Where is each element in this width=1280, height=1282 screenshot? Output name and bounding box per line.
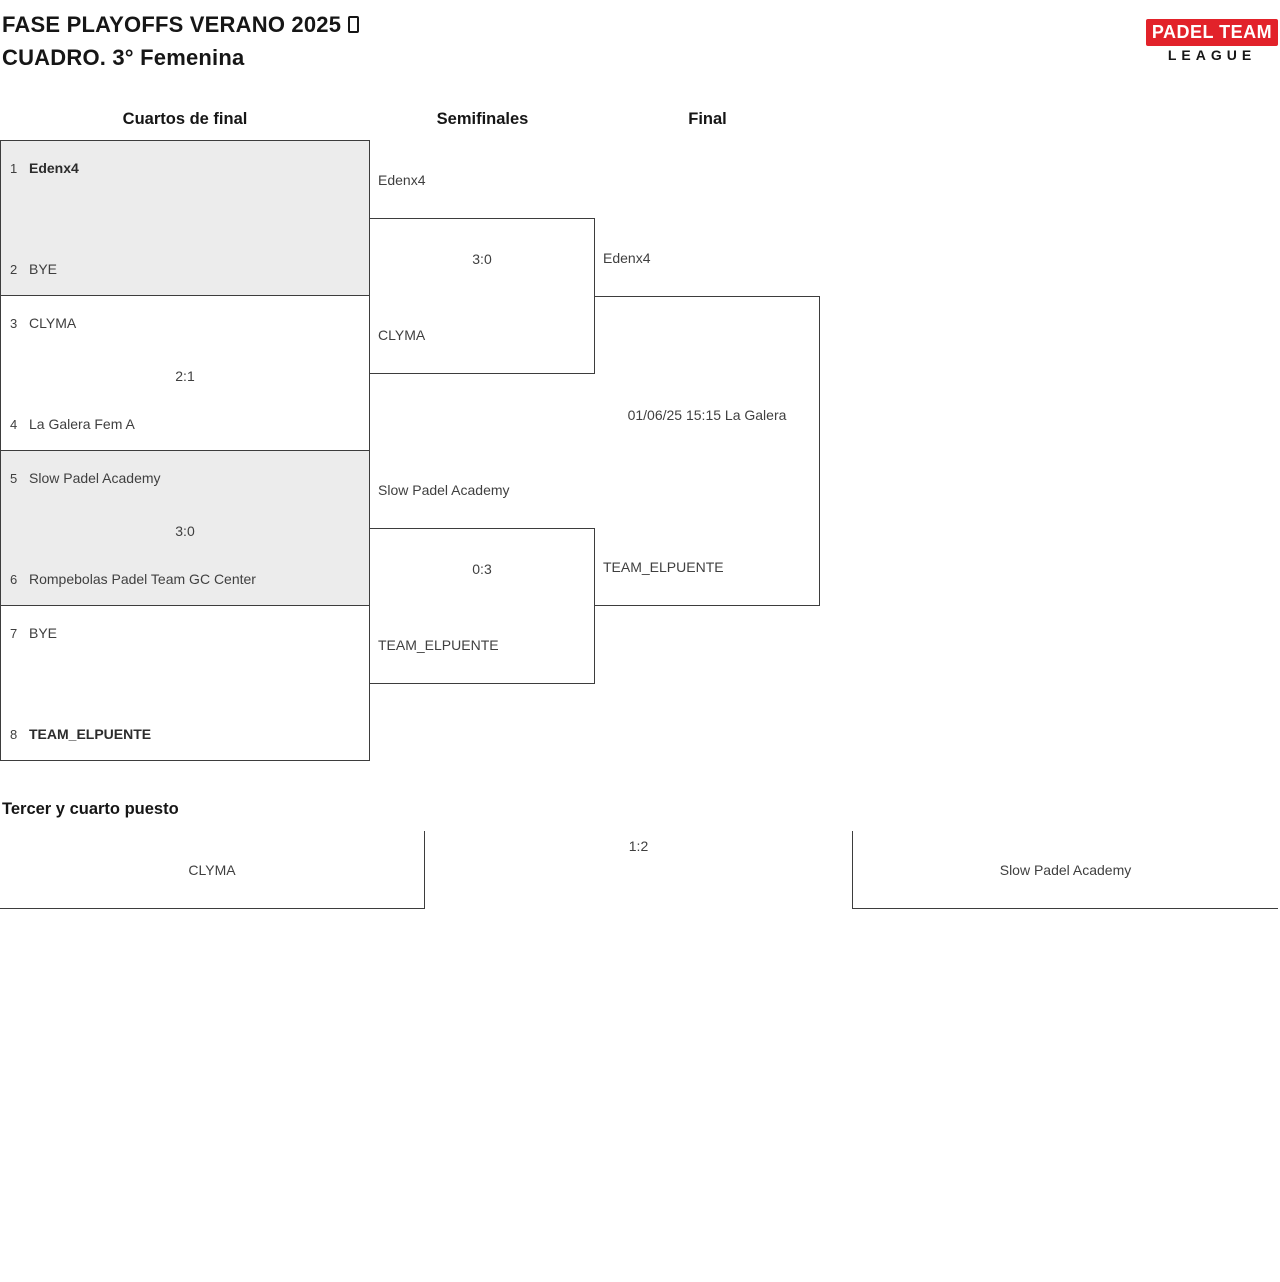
third-place-heading: Tercer y cuarto puesto [2, 800, 179, 818]
team-name: CLYMA [29, 315, 77, 331]
third-place-right-box: Slow Padel Academy [852, 831, 1278, 909]
third-place-left-box: CLYMA [0, 831, 425, 909]
team-name: La Galera Fem A [29, 416, 135, 432]
final-top-team-label: Edenx4 [603, 250, 651, 266]
team-row: 5 Slow Padel Academy [10, 470, 361, 486]
logo-padel-team: PADEL TEAM [1146, 19, 1278, 46]
round-header-semifinales: Semifinales [436, 110, 529, 128]
team-seed: 3 [10, 316, 18, 331]
sf-match-1: 3:0 [370, 218, 595, 374]
final-bottom-team-label: TEAM_ELPUENTE [603, 559, 724, 575]
sf2-top-team-label: Slow Padel Academy [378, 482, 510, 498]
sf1-top-team-label: Edenx4 [378, 172, 426, 188]
team-name: BYE [29, 625, 58, 641]
team-seed: 5 [10, 471, 18, 486]
page-title-line2: CUADRO. 3° Femenina [2, 45, 245, 70]
team-name: CLYMA [188, 861, 236, 878]
round-header-cuartos: Cuartos de final [122, 110, 248, 128]
qf-match-1: 1 Edenx4 2 BYE [0, 140, 370, 296]
sf-match-2: 0:3 [370, 528, 595, 684]
team-row: 3 CLYMA [10, 315, 361, 331]
team-seed: 4 [10, 417, 18, 432]
qf-match-3: 5 Slow Padel Academy 3:0 6 Rompebolas Pa… [0, 450, 370, 606]
team-seed: 6 [10, 572, 18, 587]
sf2-bottom-team-label: TEAM_ELPUENTE [378, 637, 499, 653]
page-title-text1: FASE PLAYOFFS VERANO 2025 [2, 12, 342, 37]
third-place-score: 1:2 [628, 838, 649, 854]
round-header-final: Final [688, 110, 727, 128]
match-score: 3:0 [472, 251, 492, 267]
logo-league: LEAGUE [1167, 47, 1257, 63]
team-name: Edenx4 [29, 160, 79, 176]
match-score: 0:3 [472, 561, 492, 577]
team-seed: 2 [10, 262, 18, 277]
team-row: 1 Edenx4 [10, 160, 361, 176]
team-name: TEAM_ELPUENTE [29, 726, 152, 742]
team-row: 6 Rompebolas Padel Team GC Center [10, 571, 361, 587]
team-row: 8 TEAM_ELPUENTE [10, 726, 361, 742]
team-row: 7 BYE [10, 625, 361, 641]
missing-glyph-icon [348, 16, 360, 33]
team-name: Rompebolas Padel Team GC Center [29, 571, 256, 587]
qf-match-4: 7 BYE 8 TEAM_ELPUENTE [0, 605, 370, 761]
team-name: Slow Padel Academy [29, 470, 161, 486]
page-title-line1: FASE PLAYOFFS VERANO 2025 [2, 12, 360, 38]
match-score: 2:1 [175, 368, 195, 384]
qf-match-2: 3 CLYMA 2:1 4 La Galera Fem A [0, 295, 370, 451]
padel-team-league-logo: PADEL TEAM LEAGUE [1146, 19, 1278, 63]
final-match-info: 01/06/25 15:15 La Galera [627, 407, 787, 423]
team-row: 2 BYE [10, 261, 361, 277]
match-score: 3:0 [175, 523, 195, 539]
team-row: 4 La Galera Fem A [10, 416, 361, 432]
final-match: 01/06/25 15:15 La Galera [595, 296, 820, 606]
team-seed: 7 [10, 626, 18, 641]
team-seed: 1 [10, 161, 18, 176]
team-name: BYE [29, 261, 58, 277]
sf1-bottom-team-label: CLYMA [378, 327, 426, 343]
team-name: Slow Padel Academy [999, 861, 1132, 878]
team-seed: 8 [10, 727, 18, 742]
